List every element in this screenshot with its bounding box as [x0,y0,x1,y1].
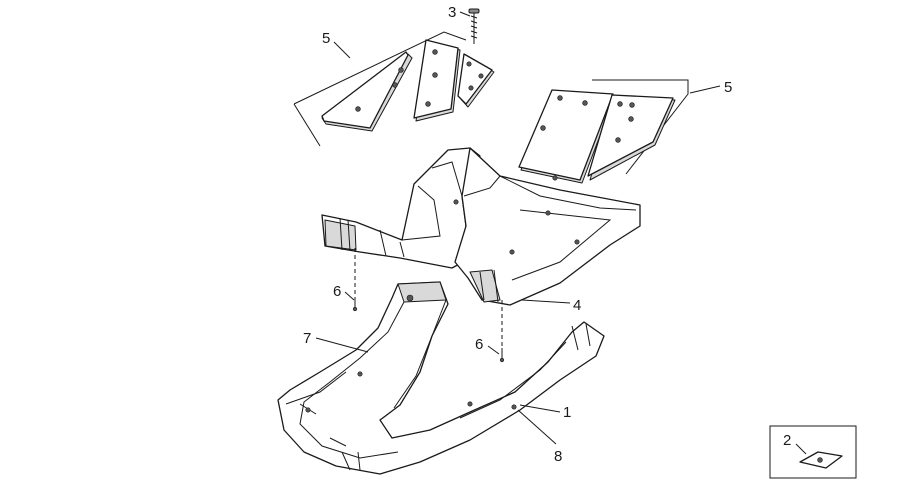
callout-6-right: 6 [475,336,483,353]
callout-7: 7 [303,330,311,347]
callout-2: 2 [783,432,791,449]
callout-4: 4 [573,297,581,314]
callout-1: 1 [563,404,571,421]
screw-part-3 [468,8,480,44]
callout-8: 8 [554,448,562,465]
footboard-frame-part-4 [321,147,641,306]
callout-3: 3 [448,4,456,21]
lower-shell-part-1-7 [277,281,605,475]
bolts-part-6 [352,248,505,363]
inset-box-part-2 [769,425,857,479]
right-footboard-mats-part-5 [518,79,689,184]
callout-6-left: 6 [333,283,341,300]
callout-5-left: 5 [322,30,330,47]
callout-5-right: 5 [724,79,732,96]
leader-lines [315,11,807,455]
left-footboard-mats-part-5 [293,31,495,147]
